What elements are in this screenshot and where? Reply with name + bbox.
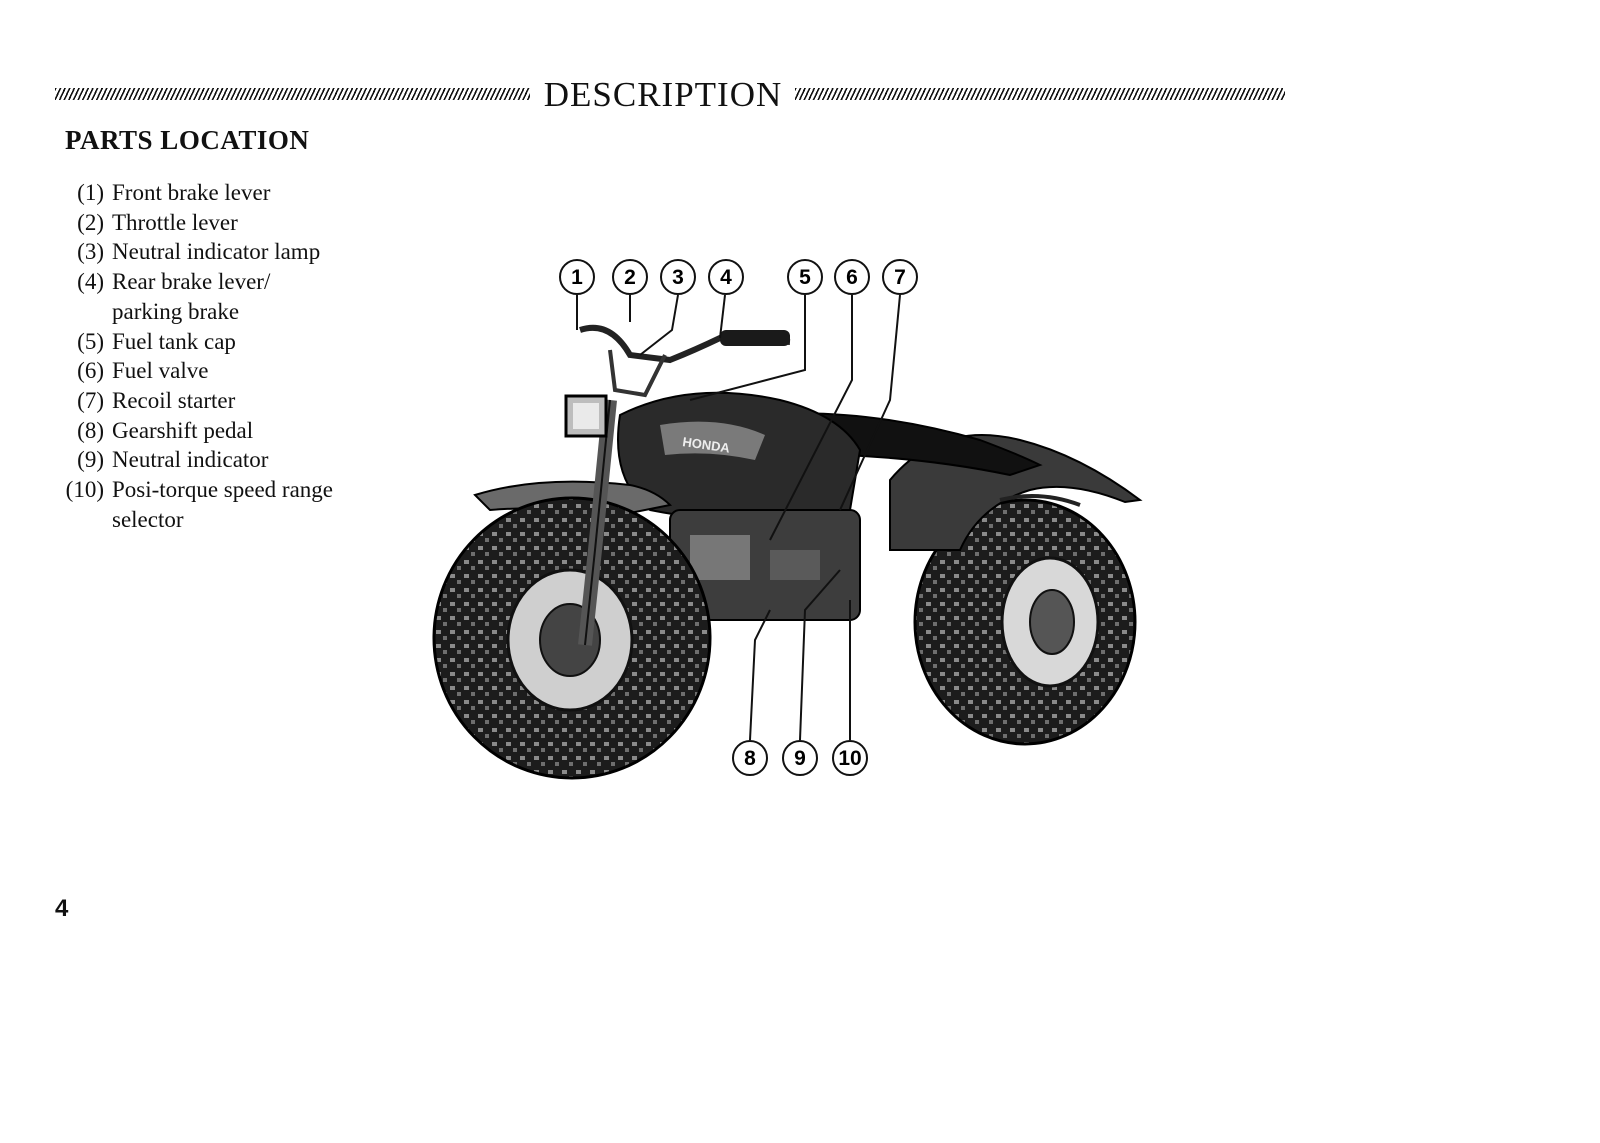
right-grip (720, 330, 790, 346)
part-number: (2) (48, 208, 112, 238)
atv-figure: HONDA (420, 250, 1160, 805)
part-label: Recoil starter (112, 386, 408, 416)
callout-number: 6 (846, 266, 858, 289)
callout-number: 10 (838, 747, 861, 770)
part-number: (1) (48, 178, 112, 208)
callout-number: 2 (624, 266, 636, 289)
parts-list-item: (5)Fuel tank cap (48, 327, 408, 357)
part-label: Throttle lever (112, 208, 408, 238)
part-label: Gearshift pedal (112, 416, 408, 446)
part-label: Posi-torque speed range selector (112, 475, 408, 534)
part-label: Fuel valve (112, 356, 408, 386)
header-hatch-right (795, 88, 1285, 100)
parts-list-item: (2)Throttle lever (48, 208, 408, 238)
callout-number: 7 (894, 266, 906, 289)
parts-list: (1)Front brake lever (2)Throttle lever (… (48, 178, 408, 534)
part-label: Neutral indicator lamp (112, 237, 408, 267)
section-header: DESCRIPTION (55, 78, 1285, 112)
part-number: (7) (48, 386, 112, 416)
part-number: (9) (48, 445, 112, 475)
callout-number: 5 (799, 266, 811, 289)
section-title: DESCRIPTION (533, 78, 793, 112)
front-wheel (434, 498, 710, 778)
parts-list-item: (10)Posi-torque speed range selector (48, 475, 408, 534)
part-label: Rear brake lever/ parking brake (112, 267, 408, 326)
page-heading: PARTS LOCATION (65, 125, 309, 156)
callout-number: 9 (794, 747, 806, 770)
page-number: 4 (55, 895, 68, 923)
parts-list-item: (1)Front brake lever (48, 178, 408, 208)
parts-list-item: (3)Neutral indicator lamp (48, 237, 408, 267)
part-label: Front brake lever (112, 178, 408, 208)
engine-detail (770, 550, 820, 580)
parts-list-item: (7)Recoil starter (48, 386, 408, 416)
callout-number: 4 (720, 266, 732, 289)
part-number: (4) (48, 267, 112, 326)
part-label: Neutral indicator (112, 445, 408, 475)
parts-list-item: (6)Fuel valve (48, 356, 408, 386)
atv-illustration: HONDA (420, 250, 1160, 805)
part-number: (10) (48, 475, 112, 534)
parts-list-item: (9)Neutral indicator (48, 445, 408, 475)
parts-list-item: (4)Rear brake lever/ parking brake (48, 267, 408, 326)
parts-list-item: (8)Gearshift pedal (48, 416, 408, 446)
callout-number: 1 (571, 266, 583, 289)
part-number: (6) (48, 356, 112, 386)
header-hatch-left (55, 88, 530, 100)
headlight-lens (573, 403, 599, 429)
engine-detail (690, 535, 750, 580)
callout-number: 3 (672, 266, 684, 289)
part-number: (8) (48, 416, 112, 446)
part-label: Fuel tank cap (112, 327, 408, 357)
callout-number: 8 (744, 747, 756, 770)
part-number: (5) (48, 327, 112, 357)
part-number: (3) (48, 237, 112, 267)
